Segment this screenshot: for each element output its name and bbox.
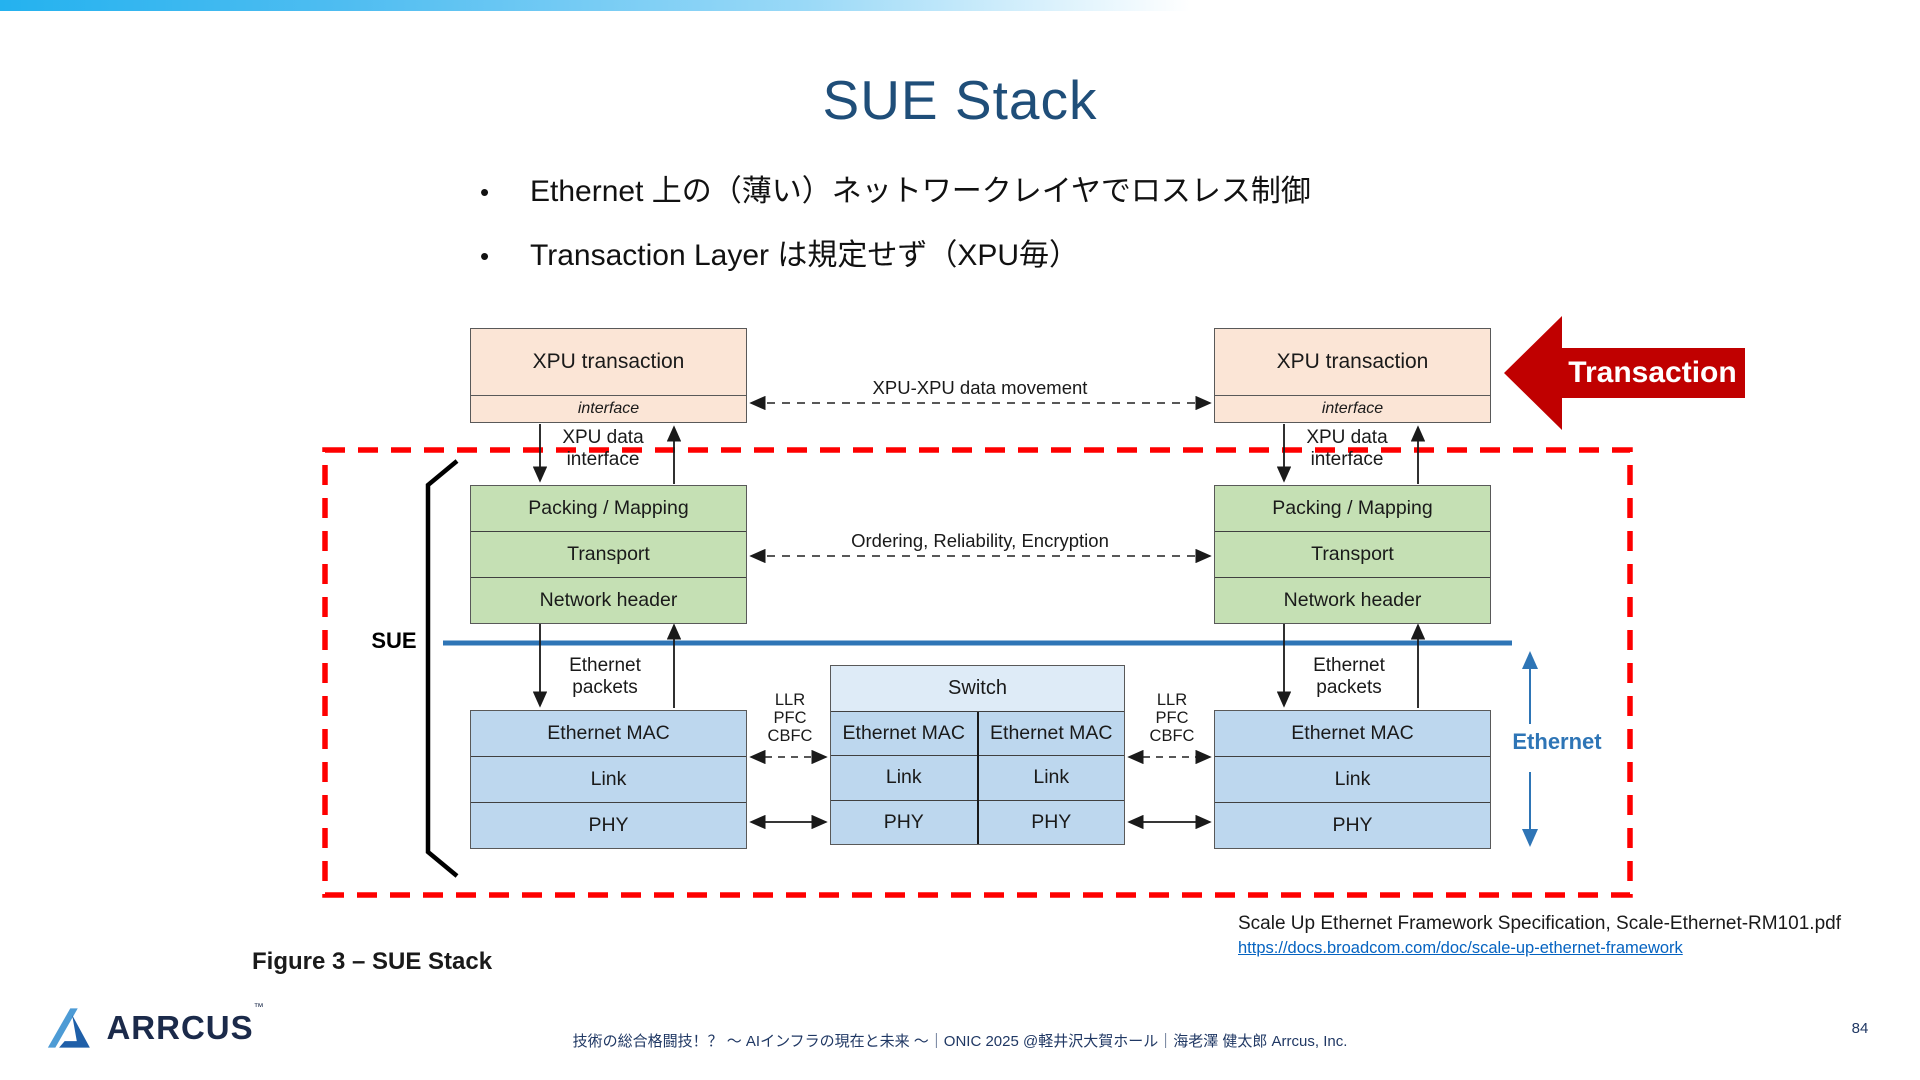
layer-phy: PHY (1215, 802, 1490, 848)
switch-title: Switch (831, 666, 1124, 712)
page-title: SUE Stack (822, 69, 1098, 131)
ordering-reliability-encryption-label: Ordering, Reliability, Encryption (851, 530, 1109, 551)
layer-ethernet-mac: Ethernet MAC (1291, 722, 1414, 744)
layer-phy: PHY (831, 799, 977, 844)
figure-caption: Figure 3 – SUE Stack (252, 948, 493, 975)
arrcus-logo: ARRCUS™ (46, 1002, 264, 1054)
layer-packing-mapping: Packing / Mapping (528, 497, 689, 519)
sue-layer-stack-left: Packing / Mapping Transport Network head… (470, 485, 747, 624)
ethernet-packets-label-right: Ethernet packets (1313, 655, 1385, 698)
xpu-transaction-label: XPU transaction (532, 350, 685, 373)
llr-pfc-cbfc-label-right: LLR PFC CBFC (1149, 691, 1195, 745)
layer-packing-mapping: Packing / Mapping (1272, 497, 1433, 519)
layer-phy: PHY (978, 799, 1124, 844)
layer-ethernet-mac: Ethernet MAC (547, 722, 670, 744)
layer-link: Link (1215, 756, 1490, 802)
citation-text: Scale Up Ethernet Framework Specificatio… (1238, 913, 1841, 934)
layer-network-header: Network header (471, 577, 746, 623)
arrcus-logo-tm: ™ (253, 1002, 264, 1013)
switch-port-column-left: Ethernet MAC Link PHY (831, 712, 977, 844)
ethernet-label: Ethernet (1512, 729, 1602, 754)
layer-ethernet-mac: Ethernet MAC (842, 722, 965, 745)
top-accent-bar (0, 0, 1920, 11)
layer-ethernet-mac: Ethernet MAC (990, 722, 1113, 745)
citation-block: Scale Up Ethernet Framework Specificatio… (1238, 913, 1841, 958)
sue-label: SUE (371, 628, 417, 653)
sue-bracket (425, 459, 459, 878)
xpu-interface-label: interface (1215, 395, 1490, 422)
llr-pfc-cbfc-label-left: LLR PFC CBFC (767, 691, 813, 745)
xpu-data-interface-label-right: XPU data interface (1306, 427, 1388, 470)
xpu-interface-label: interface (471, 395, 746, 422)
arrcus-logo-mark (47, 1008, 90, 1048)
bullet-list: Ethernet 上の（薄い）ネットワークレイヤでロスレス制御 Transact… (478, 172, 1311, 300)
layer-transport: Transport (471, 531, 746, 577)
transaction-arrow (1504, 316, 1745, 430)
sue-boundary-box (322, 447, 1633, 898)
xpu-xpu-data-movement-label: XPU-XPU data movement (872, 377, 1088, 398)
bullet-item: Transaction Layer は規定せず（XPU毎） (478, 236, 1311, 276)
xpu-data-interface-label-left: XPU data interface (562, 427, 644, 470)
switch-port-column-right: Ethernet MAC Link PHY (976, 712, 1124, 844)
xpu-transaction-box-left: XPU transaction interface (470, 328, 747, 423)
layer-link: Link (471, 756, 746, 802)
arrcus-logo-text: ARRCUS (106, 1009, 254, 1046)
transaction-callout-label: Transaction (1568, 356, 1737, 389)
ethernet-stack-left: Ethernet MAC Link PHY (470, 710, 747, 849)
xpu-transaction-label: XPU transaction (1276, 350, 1429, 373)
layer-transport: Transport (1215, 531, 1490, 577)
footer-text: 技術の総合格闘技！？ ～ AIインフラの現在と未来 ～｜ONIC 2025 @軽… (572, 1033, 1348, 1050)
layer-link: Link (978, 755, 1124, 799)
ethernet-packets-label-left: Ethernet packets (569, 655, 641, 698)
page-number: 84 (1851, 1020, 1869, 1037)
layer-network-header: Network header (1215, 577, 1490, 623)
bullet-item: Ethernet 上の（薄い）ネットワークレイヤでロスレス制御 (478, 172, 1311, 212)
layer-link: Link (831, 755, 977, 799)
layer-phy: PHY (471, 802, 746, 848)
sue-layer-stack-right: Packing / Mapping Transport Network head… (1214, 485, 1491, 624)
switch-box: Switch Ethernet MAC Link PHY Ethernet MA… (830, 665, 1125, 845)
xpu-transaction-box-right: XPU transaction interface (1214, 328, 1491, 423)
citation-link[interactable]: https://docs.broadcom.com/doc/scale-up-e… (1238, 939, 1683, 957)
ethernet-stack-right: Ethernet MAC Link PHY (1214, 710, 1491, 849)
